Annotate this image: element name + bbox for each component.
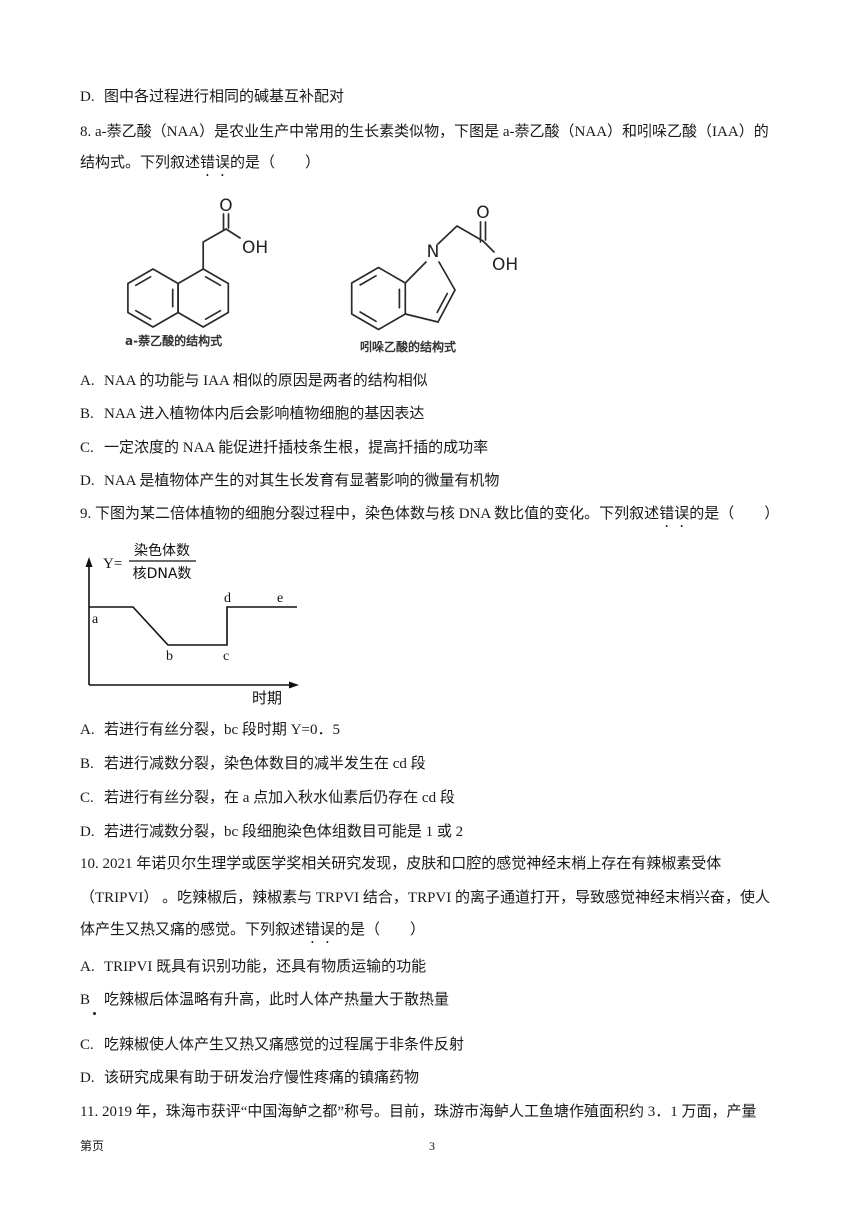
naa-oxygen-label: O [219,196,232,216]
option-label: B. [80,406,94,422]
option-text: 一定浓度的 NAA 能促进扦插枝条生根，提高扦插的成功率 [104,440,489,456]
y-label-prefix: Y= [103,556,122,572]
iaa-pyrrole-bond [404,261,427,284]
option-label: B. [80,756,94,772]
naa-structure: O OH a-萘乙酸的结构式 [125,196,268,348]
y-label-denominator: 核DNA数 [133,566,192,582]
q10-stem-text: 体产生又热又痛的感觉。下列叙述 [80,922,306,938]
option-text: 该研究成果有助于研发治疗慢性疼痛的镇痛药物 [104,1070,420,1086]
q10-option-b: B 吃辣椒后体温略有升高，此时人体产热量大于散热量 [80,990,449,1010]
iaa-side-chain [437,225,495,253]
ratio-graph-figure: Y= 染色体数 核DNA数 a b c d e 时期 [85,542,299,707]
q10-option-a: A. TRIPVI 既具有识别功能，还具有物质运输的功能 [80,957,426,977]
iaa-double-bond [359,311,377,323]
naa-double-bond [134,275,152,287]
option-label: C. [80,440,94,456]
footer-page-number: 3 [429,1139,435,1153]
naa-double-bond [204,309,222,321]
q8-option-a: A. NAA 的功能与 IAA 相似的原因是两者的结构相似 [80,371,428,391]
point-label-a: a [92,612,99,627]
q9-option-d: D. 若进行减数分裂，bc 段细胞染色体组数目可能是 1 或 2 [80,822,463,842]
q8-stem-text: 结构式。下列叙述 [80,155,201,171]
q8-stem-emphasis: 错误 [200,155,231,171]
naa-double-bond [204,275,222,287]
ratio-curve [89,606,297,646]
option-label: A. [80,722,95,738]
structural-formulas-figure: O OH a-萘乙酸的结构式 N O OH 吲哚乙酸的结构式 [125,196,518,354]
option-text: 若进行有丝分裂，bc 段时期 Y=0．5 [104,722,340,738]
x-axis-arrow [289,681,299,689]
q8-option-b: B. NAA 进入植物体内后会影响植物细胞的基因表达 [80,404,424,424]
q8-option-d: D. NAA 是植物体产生的对其生长发育有显著影响的微量有机物 [80,471,499,491]
option-label: D. [80,473,95,489]
q8-stem-text-end: 的是（ ） [230,155,321,171]
option-text: NAA 的功能与 IAA 相似的原因是两者的结构相似 [104,373,428,389]
q9-stem-text: 9. 下图为某二倍体植物的细胞分裂过程中，染色体数与核 DNA 数比值的变化。下… [80,506,660,522]
y-axis-arrow [85,557,93,567]
option-text: 若进行有丝分裂，在 a 点加入秋水仙素后仍存在 cd 段 [104,790,455,806]
naa-ring-right [177,268,230,328]
option-label: D. [80,1070,95,1086]
naa-side-chain [202,228,241,270]
option-text: NAA 进入植物体内后会影响植物细胞的基因表达 [104,406,425,422]
point-label-d: d [224,591,231,606]
iaa-oxygen-label: O [476,203,489,223]
q10-option-c: C. 吃辣椒使人体产生又热又痛感觉的过程属于非条件反射 [80,1035,464,1055]
option-label: A. [80,373,95,389]
iaa-pyrrole-bond [437,289,456,323]
q10-stem-emphasis: 错误 [305,922,336,938]
q7-option-d: D. 图中各过程进行相同的碱基互补配对 [80,87,344,107]
q10-option-d: D. 该研究成果有助于研发治疗慢性疼痛的镇痛药物 [80,1068,419,1088]
y-label-numerator: 染色体数 [134,542,190,559]
x-axis-label: 时期 [252,689,282,707]
iaa-benzene-ring [350,266,407,331]
iaa-nitrogen-label: N [427,242,440,262]
q9-option-a: A. 若进行有丝分裂，bc 段时期 Y=0．5 [80,720,340,740]
option-text: NAA 是植物体产生的对其生长发育有显著影响的微量有机物 [104,473,500,489]
naa-hydroxyl-label: OH [242,238,268,258]
q10-stem-text-end: 的是（ ） [335,922,426,938]
option-label: B [80,992,91,1008]
q8-stem-line-2: 结构式。下列叙述错误的是（ ） [80,153,320,173]
iaa-structure: N O OH 吲哚乙酸的结构式 [350,203,518,354]
option-text: 吃辣椒后体温略有升高，此时人体产热量大于散热量 [104,992,450,1008]
option-label-dot [93,1012,96,1015]
option-label: C. [80,1037,94,1053]
option-label: D. [80,89,95,105]
iaa-pyrrole-bond [404,313,439,323]
q8-stem-line-1: 8. a-萘乙酸（NAA）是农业生产中常用的生长素类似物，下图是 a-萘乙酸（N… [80,124,769,140]
naa-caption: a-萘乙酸的结构式 [125,333,222,348]
naa-ring-left [127,268,179,328]
q10-stem-line-1: 10. 2021 年诺贝尔生理学或医学奖相关研究发现，皮肤和口腔的感觉神经末梢上… [80,856,722,872]
q9-stem-text-end: 的是（ ） [689,506,780,522]
q9-option-b: B. 若进行减数分裂，染色体数目的减半发生在 cd 段 [80,754,426,774]
iaa-pyrrole-bond [438,261,456,291]
q9-stem-emphasis: 错误 [659,506,690,522]
footer-page-label: 第页 [80,1139,105,1153]
option-label: D. [80,824,95,840]
q9-option-c: C. 若进行有丝分裂，在 a 点加入秋水仙素后仍存在 cd 段 [80,788,455,808]
point-label-c: c [223,649,229,664]
point-label-e: e [277,591,283,606]
option-text: 若进行减数分裂，bc 段细胞染色体组数目可能是 1 或 2 [104,824,464,840]
option-text: 吃辣椒使人体产生又热又痛感觉的过程属于非条件反射 [104,1037,465,1053]
q11-stem-line-1: 11. 2019 年，珠海市获评“中国海鲈之都”称号。目前，珠游市海鲈人工鱼塘作… [80,1104,757,1120]
q10-stem-line-2: （TRIPVI） 。吃辣椒后，辣椒素与 TRPVI 结合，TRPVI 的离子通道… [80,890,771,906]
iaa-caption: 吲哚乙酸的结构式 [360,339,456,354]
iaa-hydroxyl-label: OH [492,255,518,275]
q8-option-c: C. 一定浓度的 NAA 能促进扦插枝条生根，提高扦插的成功率 [80,438,488,458]
q10-stem-line-3: 体产生又热又痛的感觉。下列叙述错误的是（ ） [80,920,425,940]
option-label: A. [80,959,95,975]
q9-stem: 9. 下图为某二倍体植物的细胞分裂过程中，染色体数与核 DNA 数比值的变化。下… [80,504,779,524]
iaa-double-bond [436,292,449,314]
naa-double-bond [134,309,152,321]
option-text: 图中各过程进行相同的碱基互补配对 [104,89,345,105]
iaa-double-bond [359,274,377,286]
option-label: C. [80,790,94,806]
option-text: 若进行减数分裂，染色体数目的减半发生在 cd 段 [104,756,426,772]
point-label-b: b [166,649,173,664]
option-text: TRIPVI 既具有识别功能，还具有物质运输的功能 [104,959,427,975]
